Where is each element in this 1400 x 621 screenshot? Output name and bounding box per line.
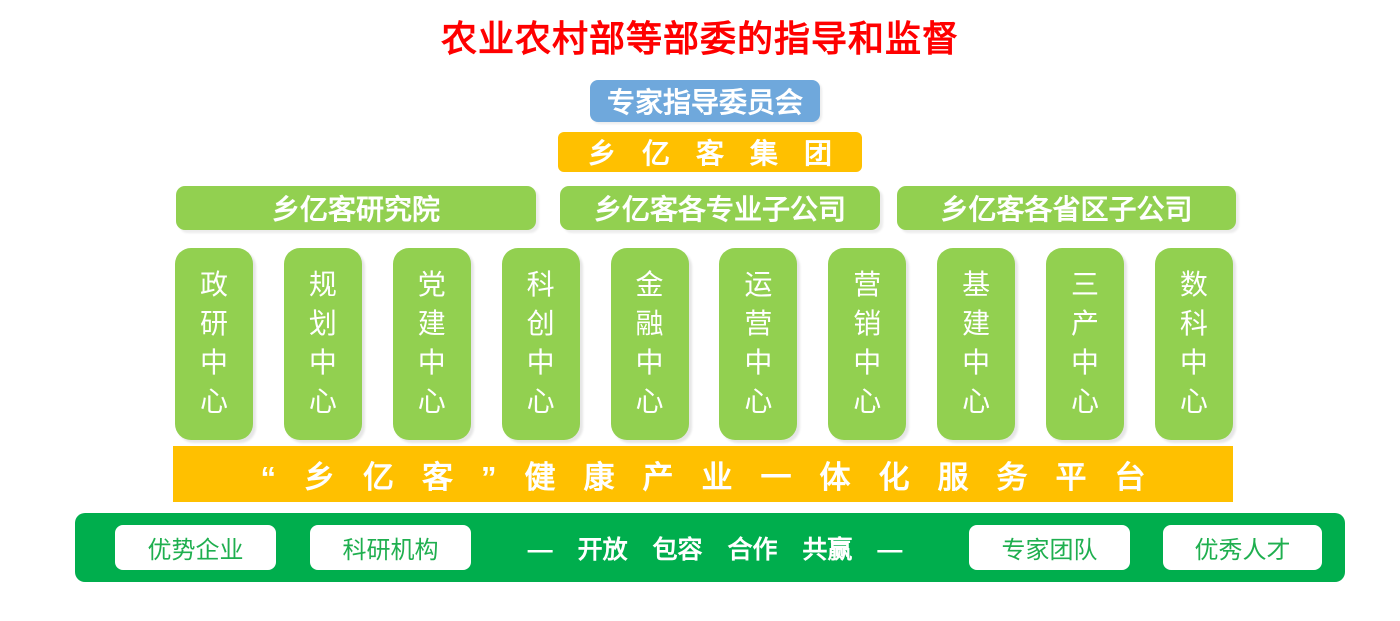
center-label: 金融中心 [635,269,664,417]
division-box-research-institute: 乡亿客研究院 [176,186,536,230]
division-box-specialty-subsidiaries: 乡亿客各专业子公司 [560,186,880,230]
tag-label: 科研机构 [342,537,439,564]
expert-committee-label: 专家指导委员会 [606,87,803,118]
tag-label: 专家团队 [1001,537,1098,564]
platform-bar: “乡亿客”健康产业一体化服务平台 [173,446,1233,502]
platform-label: “乡亿客”健康产业一体化服务平台 [260,459,1174,495]
center-box: 党建中心 [392,248,471,440]
center-box: 数科中心 [1154,248,1233,440]
center-box: 金融中心 [610,248,689,440]
cooperation-slogan: — 开放 包容 合作 共赢 — [527,535,903,564]
tag-advantage-enterprises: 优势企业 [115,525,276,570]
center-box: 运营中心 [719,248,798,440]
center-box: 规划中心 [283,248,362,440]
center-box: 营销中心 [828,248,907,440]
tag-expert-teams: 专家团队 [969,525,1130,570]
center-label: 数科中心 [1179,269,1208,417]
center-label: 规划中心 [308,269,337,417]
division-box-provincial-subsidiaries: 乡亿客各省区子公司 [897,186,1236,230]
centers-row: 政研中心 规划中心 党建中心 科创中心 金融中心 运营中心 营销中心 基建中心 … [175,248,1233,440]
tag-label: 优秀人才 [1194,537,1291,564]
supervision-title: 农业农村部等部委的指导和监督 [440,18,959,59]
ecosystem-bar: 优势企业 科研机构 — 开放 包容 合作 共赢 — 专家团队 优秀人才 [75,513,1345,582]
division-label: 乡亿客各专业子公司 [593,194,846,225]
expert-committee-box: 专家指导委员会 [590,80,820,122]
center-box: 基建中心 [937,248,1016,440]
group-box: 乡亿客集团 [558,132,862,172]
tag-label: 优势企业 [147,537,244,564]
division-label: 乡亿客各省区子公司 [940,194,1193,225]
center-box: 三产中心 [1046,248,1124,440]
center-label: 三产中心 [1071,269,1100,417]
center-label: 科创中心 [526,269,555,417]
center-label: 政研中心 [200,269,229,417]
tag-research-institutions: 科研机构 [310,525,471,570]
division-label: 乡亿客研究院 [271,194,440,225]
group-label: 乡亿客集团 [587,138,858,169]
center-box: 政研中心 [175,248,253,440]
tag-outstanding-talents: 优秀人才 [1163,525,1322,570]
center-label: 营销中心 [853,269,882,417]
center-box: 科创中心 [501,248,580,440]
center-label: 运营中心 [744,269,773,417]
center-label: 基建中心 [962,269,991,417]
center-label: 党建中心 [417,269,446,417]
